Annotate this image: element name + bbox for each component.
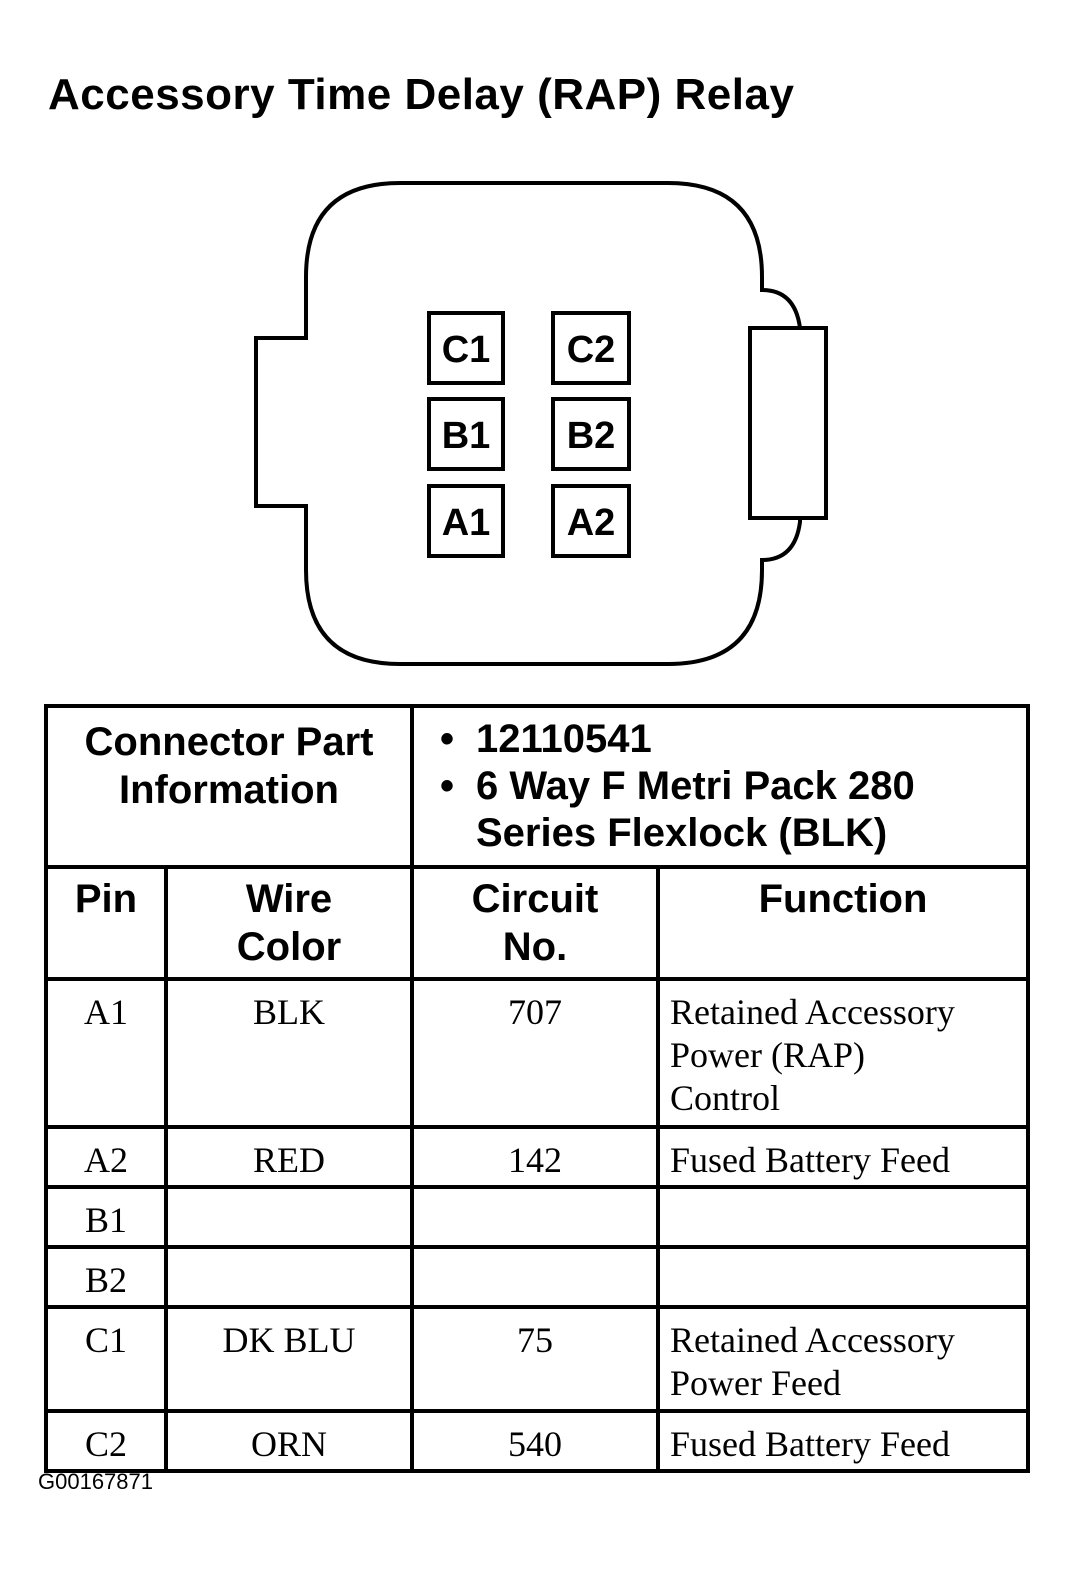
function-cell: Fused Battery Feed bbox=[655, 1125, 1031, 1189]
header-circuit: Circuit No. bbox=[410, 865, 660, 981]
function-cell: Fused Battery Feed bbox=[655, 1409, 1031, 1473]
bullet-icon: • bbox=[440, 764, 455, 808]
circuit-cell bbox=[410, 1245, 660, 1309]
pin-label: B1 bbox=[442, 415, 491, 457]
part-info-label-cell: Connector Part Information bbox=[44, 704, 414, 869]
connector-body-outline bbox=[254, 181, 802, 666]
wire-color-cell: BLK bbox=[164, 977, 414, 1129]
part-description-line1: 6 Way F Metri Pack 280 bbox=[476, 764, 915, 808]
header-wire-color: Wire Color bbox=[164, 865, 414, 981]
page-title: Accessory Time Delay (RAP) Relay bbox=[48, 70, 795, 119]
part-description-line: • 6 Way F Metri Pack 280 bbox=[440, 763, 1026, 810]
circuit-cell: 707 bbox=[410, 977, 660, 1129]
header-pin-text: Pin bbox=[74, 877, 138, 921]
pin-label: C2 bbox=[567, 329, 616, 371]
header-row: Pin Wire Color Circuit No. Function bbox=[44, 865, 1031, 981]
pin-label: A1 bbox=[442, 502, 491, 544]
pin-label: B2 bbox=[567, 415, 616, 457]
function-line: Fused Battery Feed bbox=[670, 1424, 950, 1464]
header-function-text: Function bbox=[758, 877, 928, 921]
pin-label: A2 bbox=[567, 502, 616, 544]
pin-cavity-b1: B1 bbox=[427, 397, 505, 471]
wire-color-cell: ORN bbox=[164, 1409, 414, 1473]
function-line: Retained Accessory bbox=[670, 1320, 955, 1360]
pin-cell: A2 bbox=[44, 1125, 168, 1189]
pin-cavity-b2: B2 bbox=[551, 397, 631, 471]
connector-info-table: Connector Part Information • 12110541 • … bbox=[44, 704, 1031, 1473]
function-line: Control bbox=[670, 1078, 781, 1118]
pin-cavity-a1: A1 bbox=[427, 484, 505, 558]
part-description-line2: Series Flexlock (BLK) bbox=[476, 811, 888, 855]
function-line: Retained Accessory bbox=[670, 992, 955, 1032]
header-wire-color-line1: Wire bbox=[245, 877, 333, 921]
table-row: B2 bbox=[44, 1245, 1031, 1309]
connector-lock-tab bbox=[748, 326, 828, 520]
connector-diagram: C1 C2 B1 B2 A1 A2 bbox=[254, 181, 828, 666]
pin-cell: A1 bbox=[44, 977, 168, 1129]
part-info-row: Connector Part Information • 12110541 • … bbox=[44, 704, 1031, 869]
pin-cell: B2 bbox=[44, 1245, 168, 1309]
circuit-cell: 75 bbox=[410, 1305, 660, 1413]
wire-color-cell bbox=[164, 1185, 414, 1249]
function-cell bbox=[655, 1185, 1031, 1249]
function-line: Fused Battery Feed bbox=[670, 1140, 950, 1180]
part-number-line: • 12110541 bbox=[440, 716, 1026, 763]
part-number: 12110541 bbox=[476, 717, 652, 761]
header-circuit-line1: Circuit bbox=[471, 877, 599, 921]
pin-cavity-a2: A2 bbox=[551, 484, 631, 558]
function-cell bbox=[655, 1245, 1031, 1309]
part-info-label-line1: Connector Part bbox=[84, 720, 374, 764]
wire-color-cell bbox=[164, 1245, 414, 1309]
circuit-cell: 142 bbox=[410, 1125, 660, 1189]
circuit-cell: 540 bbox=[410, 1409, 660, 1473]
function-line: Power Feed bbox=[670, 1363, 841, 1403]
pin-cell: B1 bbox=[44, 1185, 168, 1249]
header-circuit-line2: No. bbox=[502, 925, 568, 969]
pin-cell: C1 bbox=[44, 1305, 168, 1413]
header-wire-color-line2: Color bbox=[236, 925, 342, 969]
function-line: Power (RAP) bbox=[670, 1035, 865, 1075]
table-row: B1 bbox=[44, 1185, 1031, 1249]
wire-color-cell: DK BLU bbox=[164, 1305, 414, 1413]
pin-cavity-c2: C2 bbox=[551, 311, 631, 385]
pin-label: C1 bbox=[442, 329, 491, 371]
part-info-label-line2: Information bbox=[119, 768, 339, 812]
pin-cell: C2 bbox=[44, 1409, 168, 1473]
circuit-cell bbox=[410, 1185, 660, 1249]
pin-cavity-c1: C1 bbox=[427, 311, 505, 385]
wire-color-cell: RED bbox=[164, 1125, 414, 1189]
header-pin: Pin bbox=[44, 865, 168, 981]
figure-id: G00167871 bbox=[38, 1469, 153, 1494]
part-info-value-cell: • 12110541 • 6 Way F Metri Pack 280 Seri… bbox=[409, 704, 1031, 869]
header-function: Function bbox=[655, 865, 1031, 981]
bullet-icon: • bbox=[440, 717, 455, 761]
